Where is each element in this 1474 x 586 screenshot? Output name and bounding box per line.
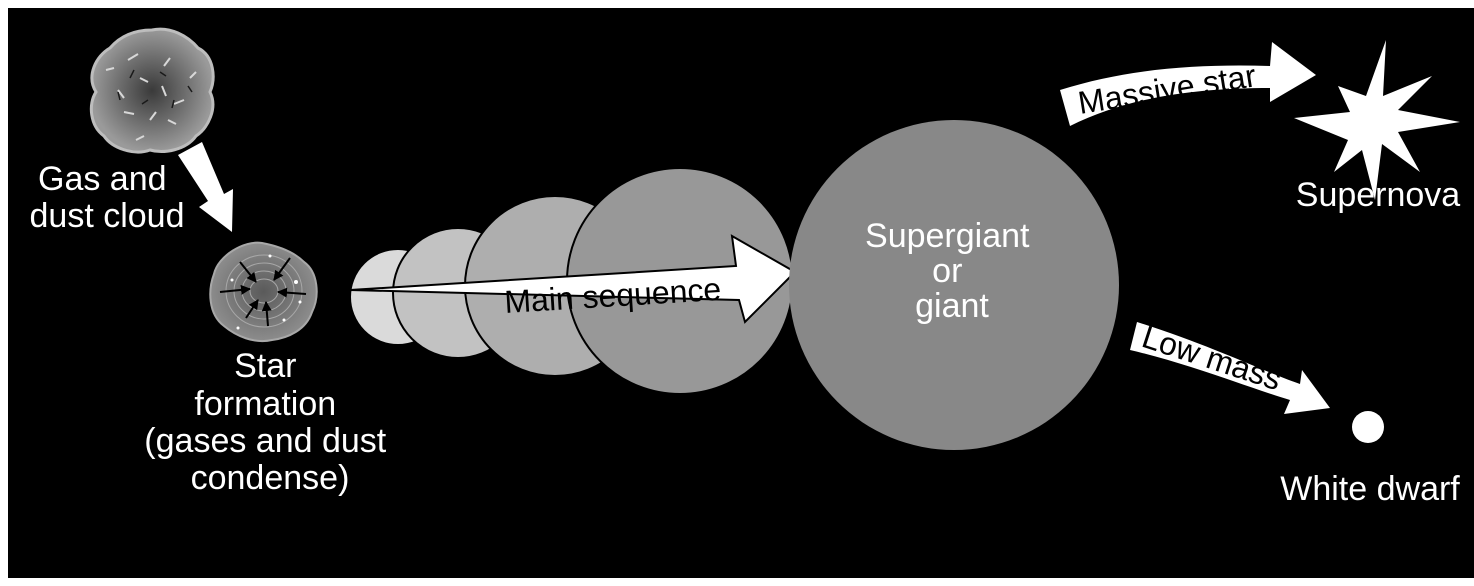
gas-cloud-label-line-2: dust cloud (30, 197, 185, 235)
supernova-label: Supernova (1296, 176, 1461, 214)
gas-dust-cloud-icon (89, 27, 215, 154)
svg-text:Star formation (gases: Star formation (gases and dust condense) (144, 347, 395, 497)
low-mass-arrow (1130, 322, 1330, 414)
star-formation-label-line-3: (gases and dust (144, 422, 386, 460)
svg-text:Gas and dust cloud: Gas and dust cloud (30, 160, 185, 235)
cloud-to-formation-arrow (178, 142, 233, 232)
star-formation-label-line-1: Star (234, 347, 296, 385)
supernova-starburst-icon (1294, 40, 1460, 200)
supergiant-star (789, 120, 1119, 450)
star-formation-icon (209, 241, 318, 342)
supergiant-label-line-2: or (932, 252, 962, 290)
supergiant-label-line-1: Supergiant (865, 217, 1030, 255)
supergiant-label-line-3: giant (915, 287, 989, 325)
star-formation-label-line-2: formation (194, 385, 336, 423)
massive-star-arrow (1060, 42, 1316, 126)
white-dwarf-label: White dwarf (1280, 470, 1460, 508)
gas-cloud-label-line-1: Gas and (38, 160, 167, 198)
star-formation-label-line-4: condense) (191, 459, 350, 497)
white-dwarf-icon (1352, 411, 1384, 443)
svg-text:Supergiant or giant: Supergiant or giant (865, 217, 1039, 325)
